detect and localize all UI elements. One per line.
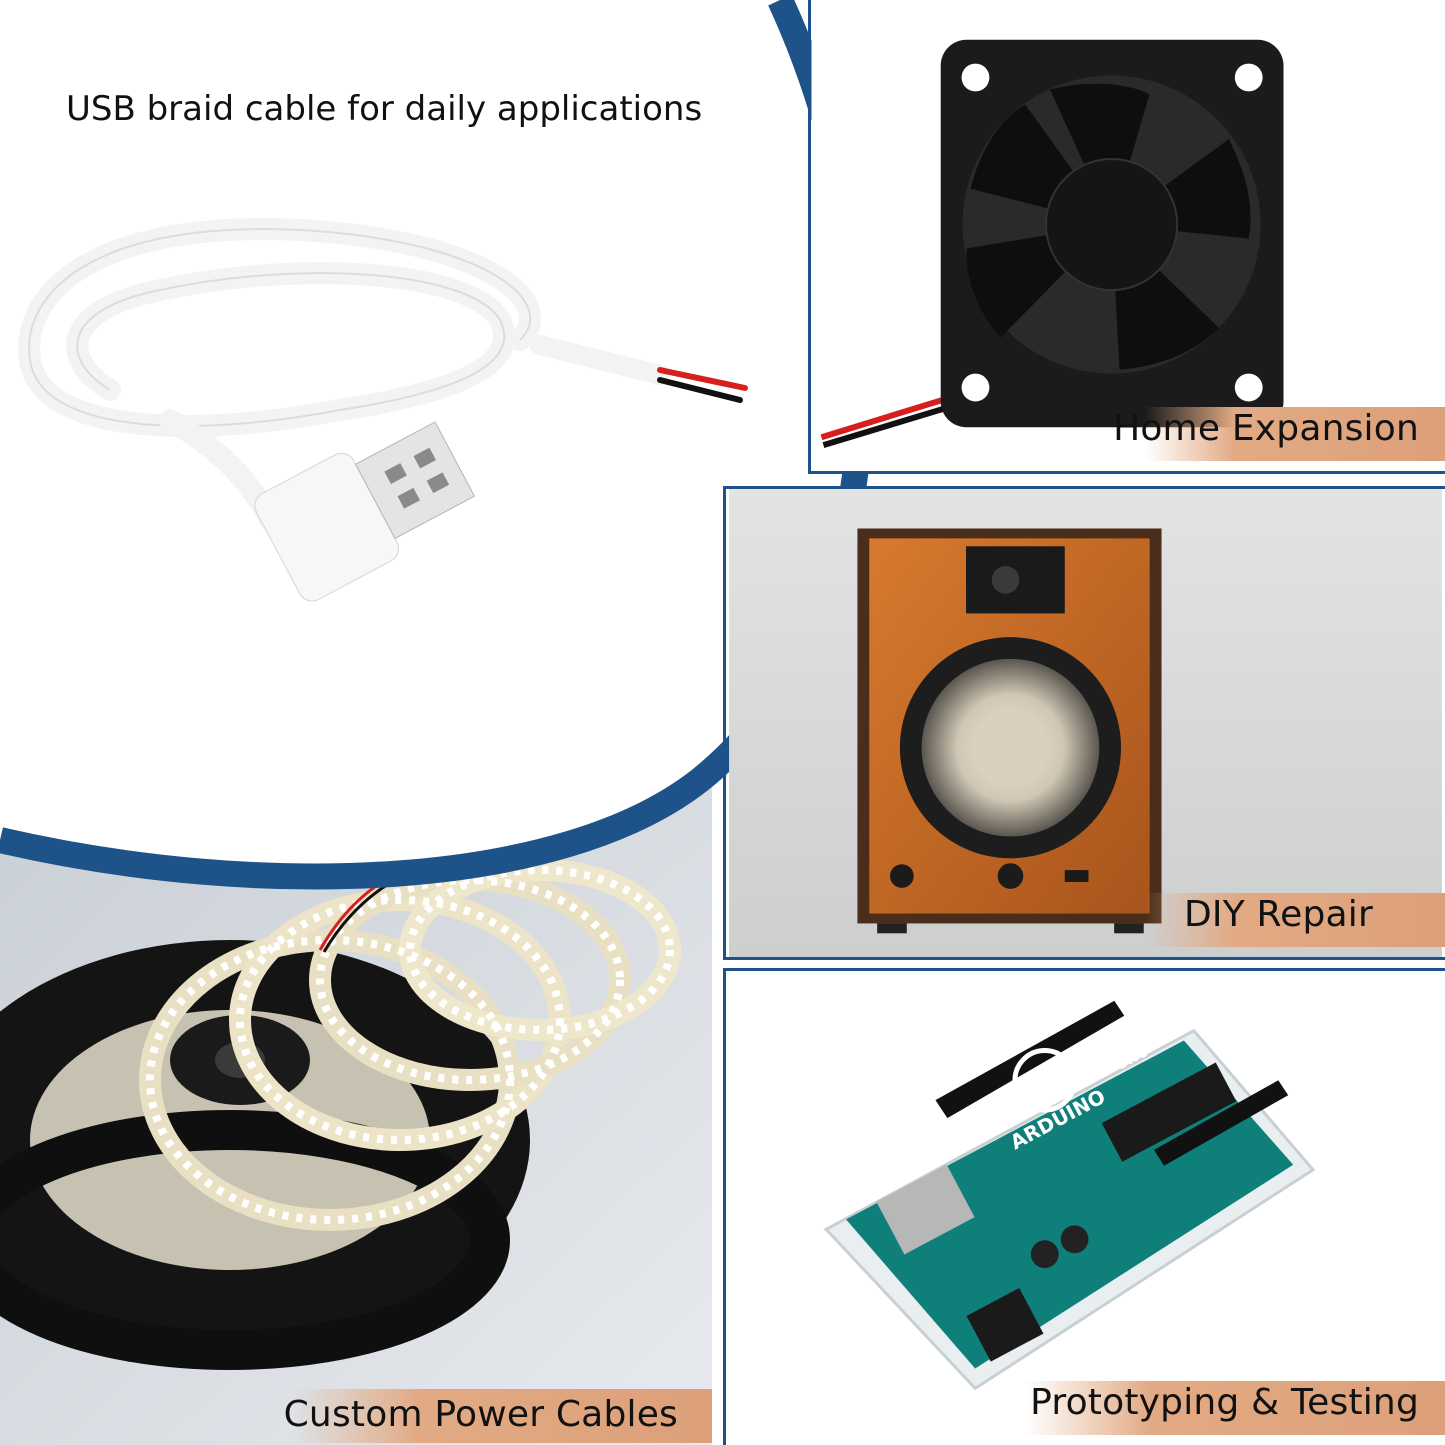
arduino-board-icon: ARDUINO UNO [726, 971, 1445, 1445]
cooling-fan-icon [811, 0, 1445, 471]
led-strip-panel: Custom Power Cables [0, 0, 712, 1445]
speaker-icon [729, 489, 1442, 957]
led-strip-reel-icon [0, 780, 712, 1445]
caption-speaker: DIY Repair [1183, 894, 1373, 935]
caption-band [292, 1389, 712, 1443]
caption-band [1145, 893, 1445, 947]
caption-arduino: Prototyping & Testing [1030, 1382, 1419, 1423]
speaker-panel: DIY Repair [723, 486, 1445, 960]
caption-band [1025, 1381, 1445, 1435]
headline: USB braid cable for daily applications [66, 89, 703, 129]
caption-led: Custom Power Cables [283, 1394, 678, 1435]
fan-panel: Home Expansion [808, 0, 1445, 474]
caption-band [1145, 407, 1445, 461]
caption-fan: Home Expansion [1113, 408, 1419, 449]
arduino-panel: ARDUINO UNO Prototyping & Testing [723, 968, 1445, 1445]
